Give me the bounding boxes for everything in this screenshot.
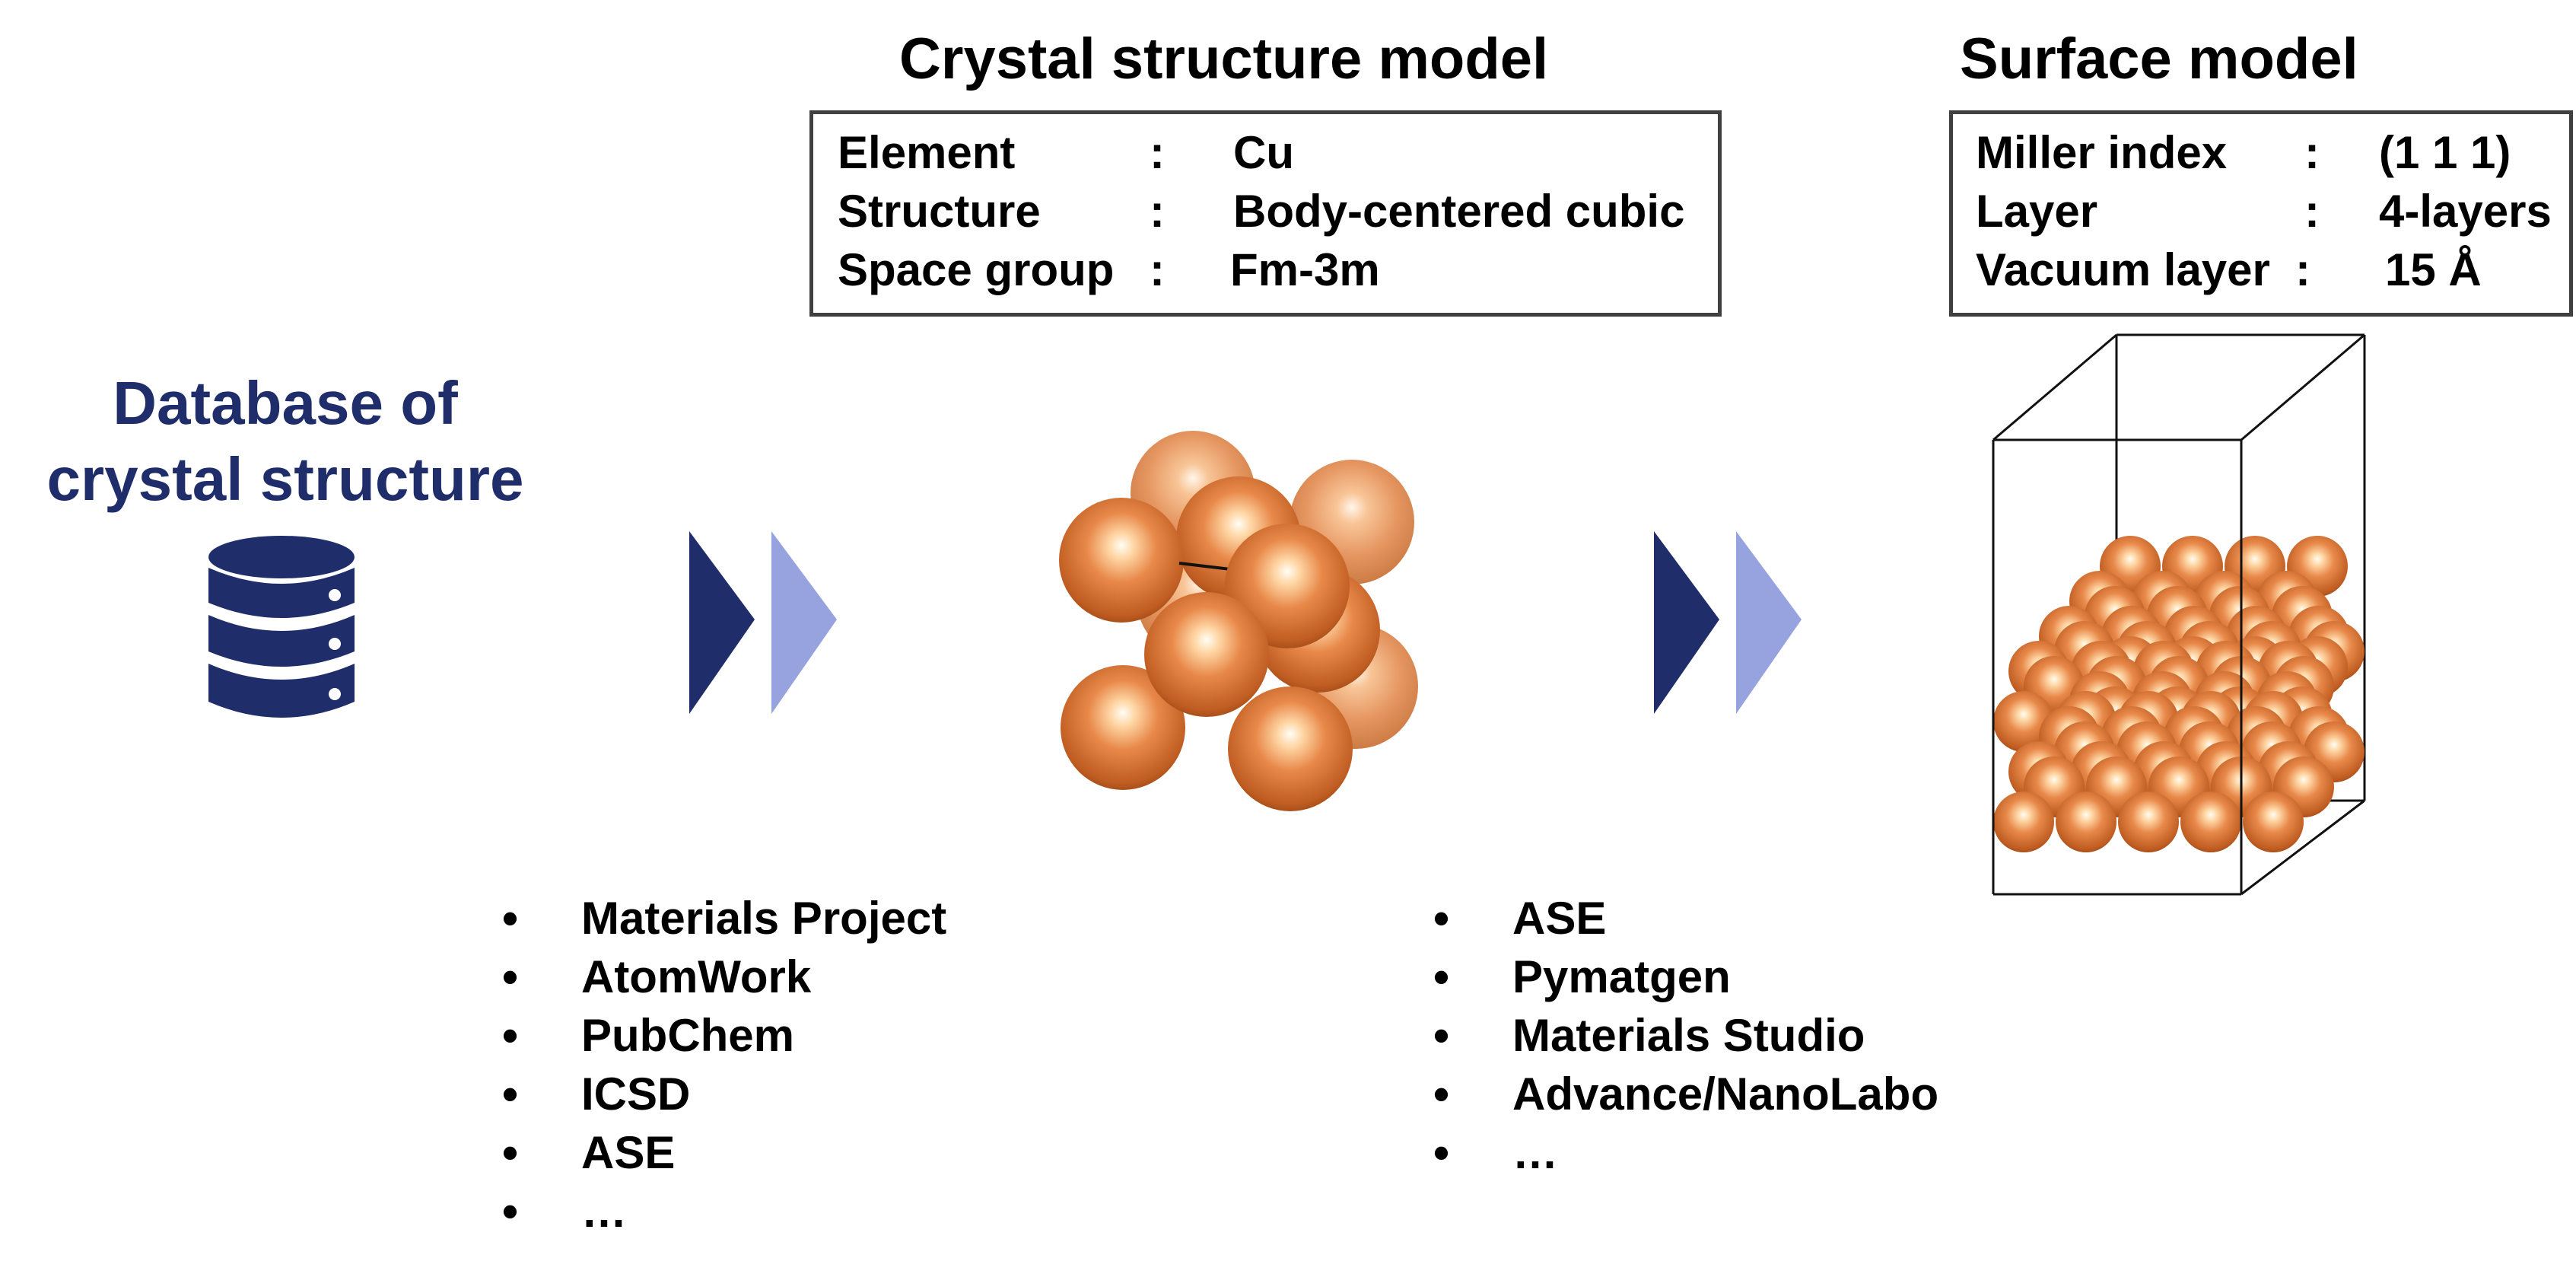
crystal-row-value: Body-centered cubic bbox=[1233, 186, 1685, 237]
list-item-text: Materials Studio bbox=[1512, 1010, 1865, 1061]
bullet-icon: • bbox=[1433, 893, 1450, 944]
crystal-structure-image bbox=[1059, 431, 1418, 811]
surface-row-sep: : bbox=[2304, 186, 2320, 237]
bullet-icon: • bbox=[502, 1069, 519, 1120]
list-item-text: Advance/NanoLabo bbox=[1512, 1069, 1939, 1120]
database-title-line2: crystal structure bbox=[46, 445, 524, 513]
surface-row-sep: : bbox=[2304, 127, 2320, 178]
list-item-text: ASE bbox=[1512, 893, 1607, 944]
copper-atom bbox=[1993, 791, 2054, 852]
surface-row-value: (1 1 1) bbox=[2379, 127, 2511, 178]
crystal-row-key: Structure bbox=[838, 186, 1041, 237]
chevron-light-icon bbox=[771, 531, 837, 714]
chevron-dark-icon bbox=[1654, 531, 1719, 714]
crystal-row-key: Element bbox=[838, 127, 1016, 178]
list-item-text: ASE bbox=[581, 1127, 676, 1178]
list-item-text: ICSD bbox=[581, 1069, 691, 1120]
bullet-icon: • bbox=[502, 1127, 519, 1178]
list-item-text: … bbox=[1512, 1127, 1558, 1178]
surface-row-value: 15 Å bbox=[2385, 244, 2482, 295]
crystal-row-sep: : bbox=[1150, 127, 1165, 178]
copper-atom bbox=[2056, 791, 2116, 852]
surface-model-infobox: Miller index : (1 1 1) Layer : 4-layers … bbox=[1949, 110, 2573, 317]
crystal-row-value: Cu bbox=[1233, 127, 1294, 178]
list-item-text: Pymatgen bbox=[1512, 951, 1731, 1002]
arrow-pair-2 bbox=[1654, 531, 1802, 714]
database-title: Database of crystal structure bbox=[0, 365, 571, 518]
bullet-icon: • bbox=[502, 1010, 519, 1061]
surface-row-key: Miller index bbox=[1976, 127, 2228, 178]
bullet-icon: • bbox=[502, 1186, 519, 1237]
surface-row-key: Layer bbox=[1976, 186, 2098, 237]
bullet-icon: • bbox=[502, 893, 519, 944]
crystal-row-sep: : bbox=[1150, 186, 1165, 237]
surface-slab-image bbox=[1992, 333, 2366, 896]
surface-row-value: 4-layers bbox=[2379, 186, 2552, 237]
bullet-icon: • bbox=[1433, 1010, 1450, 1061]
crystal-row-key: Space group bbox=[838, 244, 1115, 295]
copper-atom bbox=[2118, 791, 2179, 852]
surface-row-key: Vacuum layer bbox=[1976, 244, 2270, 295]
surface-row-sep: : bbox=[2295, 244, 2310, 295]
database-icon bbox=[208, 536, 355, 718]
chevron-dark-icon bbox=[689, 531, 755, 714]
database-title-line1: Database of bbox=[113, 369, 458, 437]
crystal-model-infobox: Element : Cu Structure : Body-centered c… bbox=[809, 110, 1722, 317]
copper-atom bbox=[2180, 791, 2241, 852]
list-item-text: PubChem bbox=[581, 1010, 795, 1061]
list-item-text: … bbox=[581, 1186, 627, 1237]
crystal-row-sep: : bbox=[1150, 244, 1165, 295]
arrow-pair-1 bbox=[689, 531, 837, 714]
copper-atom bbox=[2243, 791, 2304, 852]
chevron-light-icon bbox=[1736, 531, 1802, 714]
crystal-model-title: Crystal structure model bbox=[899, 27, 1549, 91]
bullet-icon: • bbox=[1433, 1127, 1450, 1178]
list-item-text: AtomWork bbox=[581, 951, 812, 1002]
bullet-icon: • bbox=[1433, 951, 1450, 1002]
crystal-row-value: Fm-3m bbox=[1230, 244, 1380, 295]
bullet-icon: • bbox=[502, 951, 519, 1002]
surface-model-title: Surface model bbox=[1960, 27, 2358, 91]
bullet-icon: • bbox=[1433, 1069, 1450, 1120]
list-item-text: Materials Project bbox=[581, 893, 947, 944]
